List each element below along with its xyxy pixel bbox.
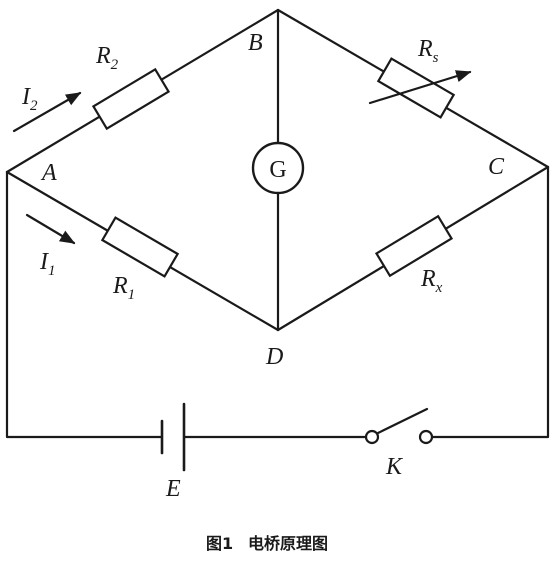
resistor-R1-label: R1 bbox=[112, 273, 135, 303]
resistor-R2-label: R2 bbox=[95, 43, 119, 73]
variable-resistor-arrow bbox=[368, 70, 472, 105]
wire-switch-to-C bbox=[430, 165, 550, 439]
figure-number: 图1 bbox=[206, 534, 233, 553]
current-I2-label: I2 bbox=[21, 84, 38, 114]
resistor-Rx-label: Rx bbox=[420, 266, 443, 296]
switch-contact-right bbox=[418, 429, 434, 445]
node-B-label: B bbox=[248, 30, 263, 56]
current-arrow-I2 bbox=[12, 91, 82, 133]
node-A-label: A bbox=[40, 160, 57, 186]
galvanometer bbox=[251, 141, 305, 195]
current-arrow-I1 bbox=[25, 213, 76, 245]
figure-title: 电桥原理图 bbox=[248, 534, 328, 553]
resistor-R1 bbox=[100, 216, 180, 278]
resistor-Rx bbox=[374, 214, 454, 278]
switch-K-label: K bbox=[385, 454, 404, 480]
current-I1-label: I1 bbox=[39, 249, 56, 279]
resistor-Rs-label: Rs bbox=[417, 36, 439, 66]
battery-E-label: E bbox=[165, 476, 181, 502]
galvanometer-label: G bbox=[269, 157, 286, 183]
switch-lever bbox=[376, 407, 429, 435]
resistor-R2 bbox=[91, 67, 171, 131]
wire-A-to-battery bbox=[5, 170, 164, 439]
switch-contact-left bbox=[364, 429, 380, 445]
node-D-label: D bbox=[265, 344, 283, 370]
node-C-label: C bbox=[488, 154, 505, 180]
